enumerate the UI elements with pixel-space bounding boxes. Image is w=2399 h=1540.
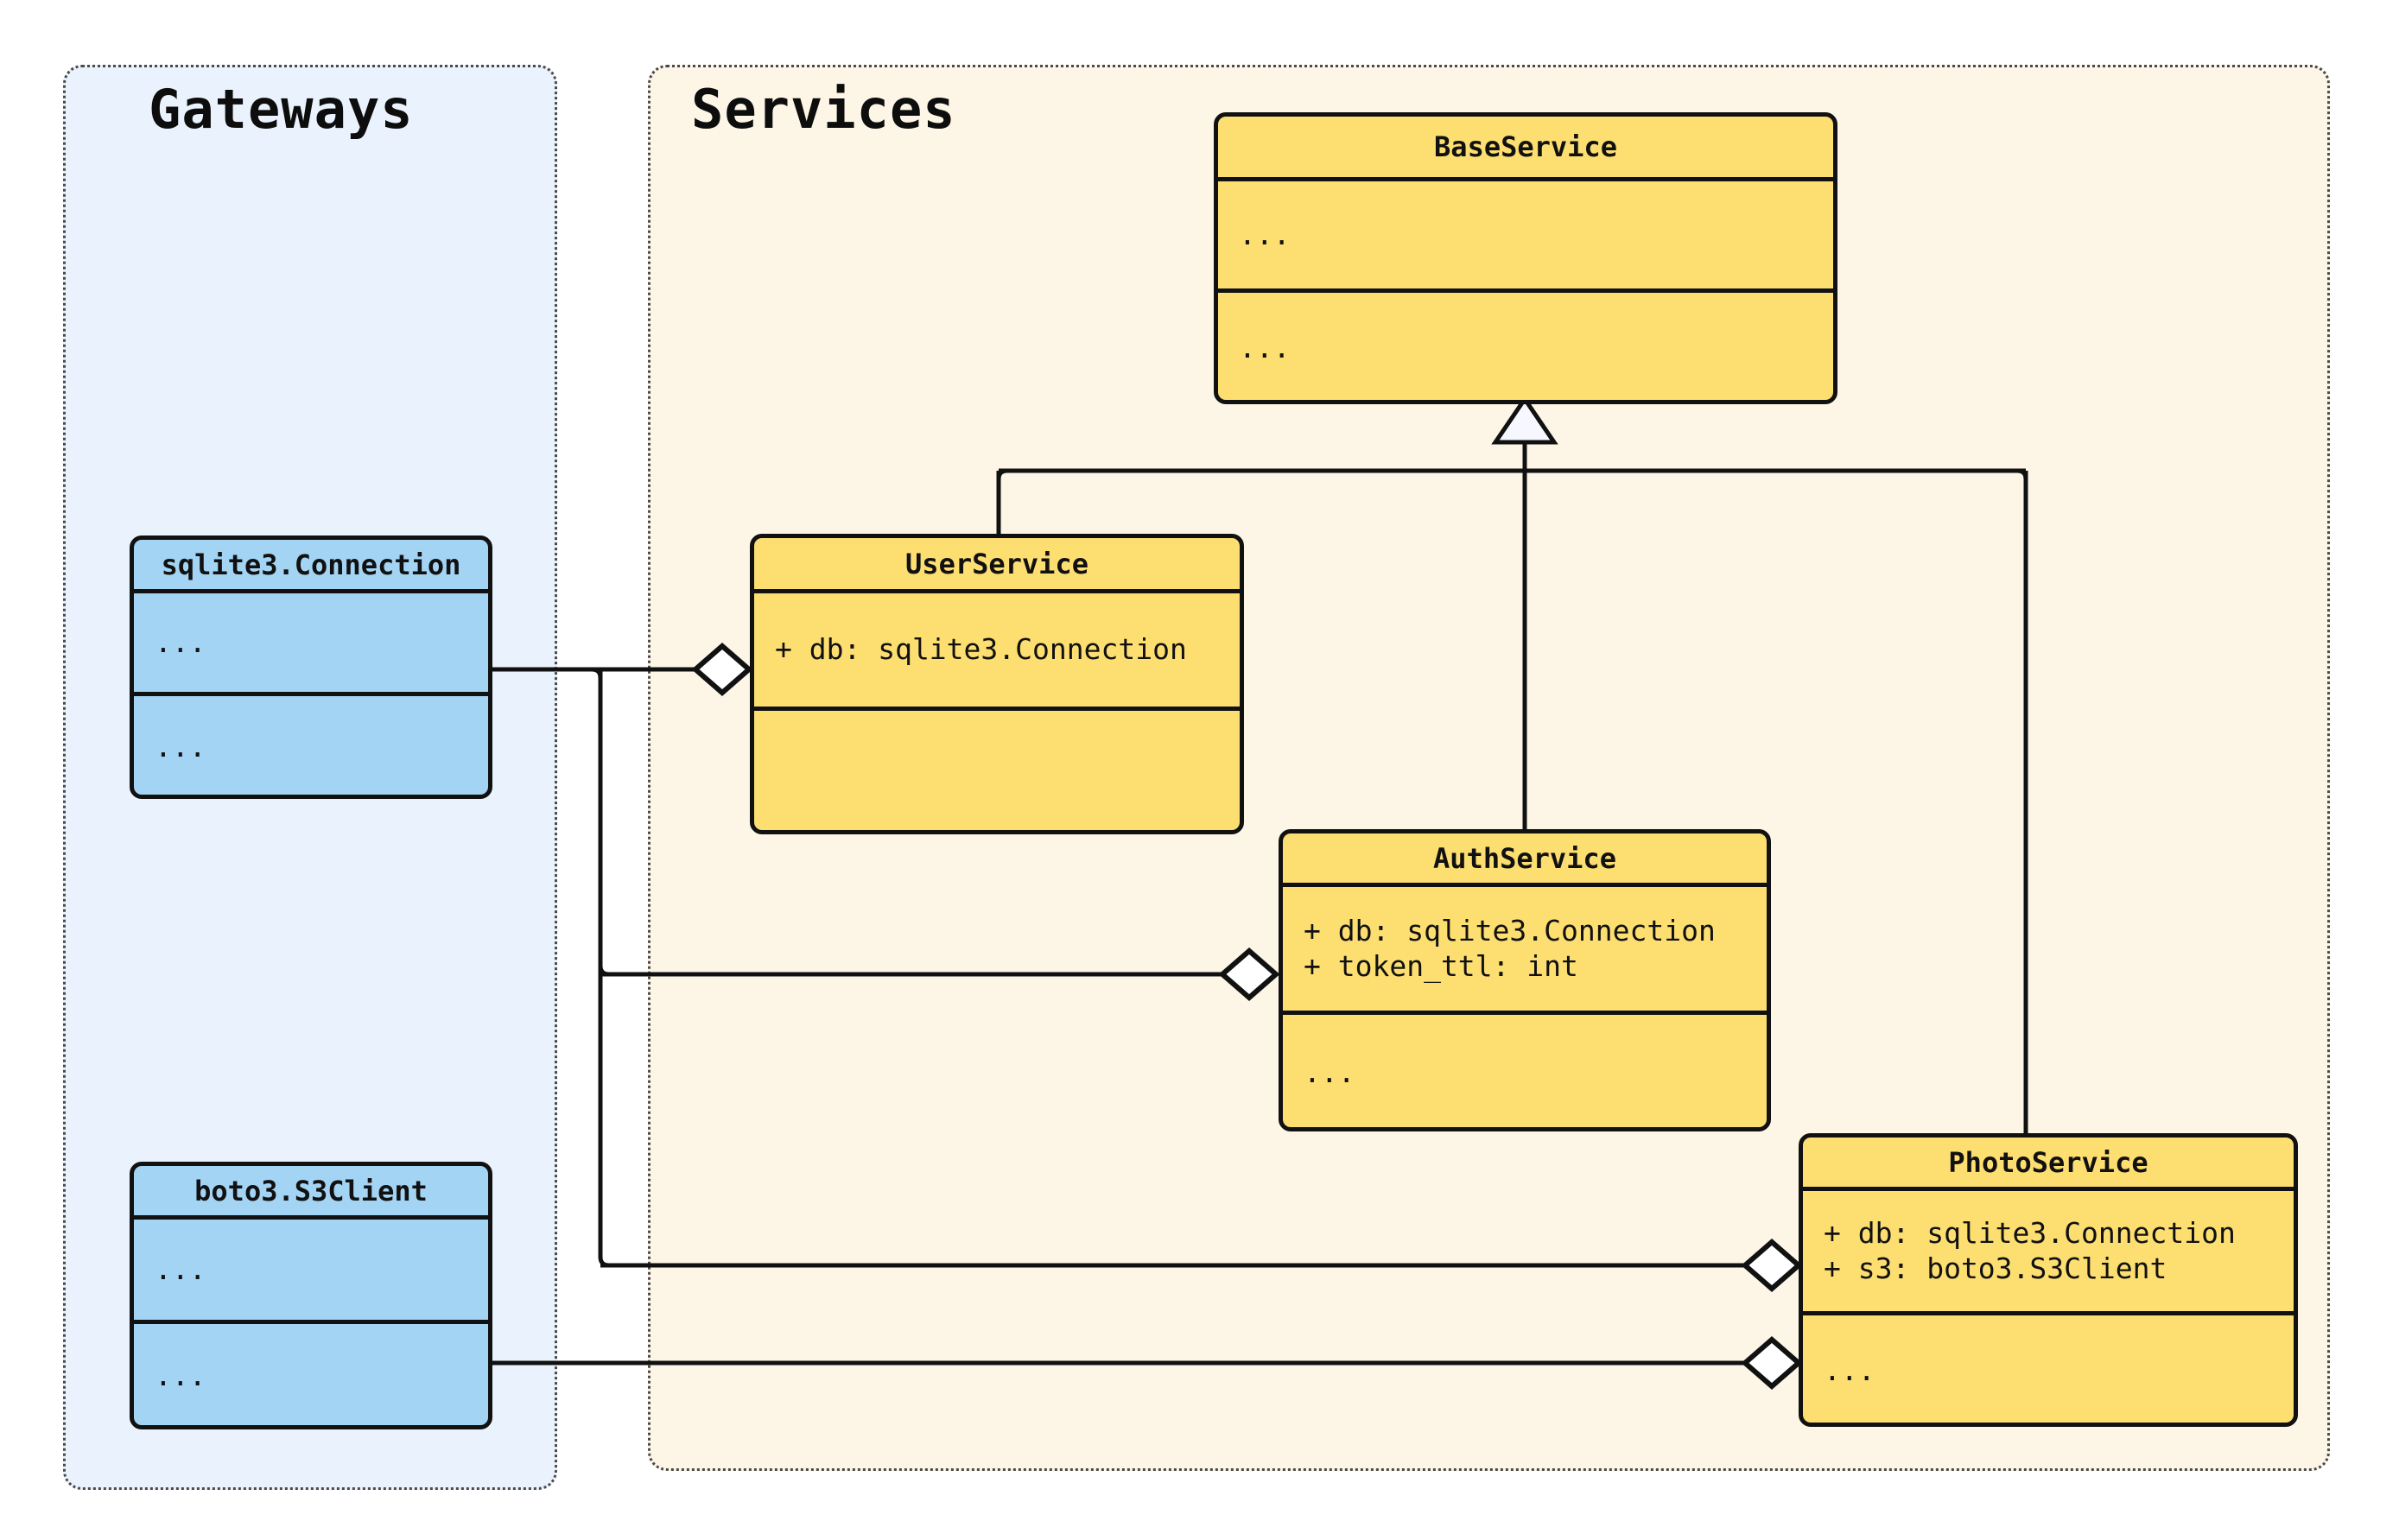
class-title-photoservice: PhotoService <box>1803 1138 2294 1191</box>
class-attributes-baseservice: ... <box>1218 181 1833 293</box>
panel-services-title: Services <box>691 78 956 141</box>
class-title-sqlite3-connection: sqlite3.Connection <box>134 540 488 593</box>
class-title-authservice: AuthService <box>1283 833 1767 887</box>
class-attributes-sqlite3-connection: ... <box>134 593 488 696</box>
class-box-authservice[interactable]: AuthService + db: sqlite3.Connection + t… <box>1279 829 1771 1131</box>
class-methods-baseservice: ... <box>1239 331 1291 365</box>
class-methods-boto3-s3client: ... <box>155 1359 206 1393</box>
class-box-userservice[interactable]: UserService + db: sqlite3.Connection <box>750 534 1244 834</box>
class-title-boto3-s3client: boto3.S3Client <box>134 1166 488 1220</box>
panel-gateways-title: Gateways <box>149 78 414 141</box>
class-attributes-userservice: + db: sqlite3.Connection <box>754 593 1240 711</box>
class-methods-photoservice: ... <box>1824 1353 1875 1388</box>
class-attributes-boto3-s3client: ... <box>134 1220 488 1324</box>
class-attributes-authservice: + db: sqlite3.Connection + token_ttl: in… <box>1283 887 1767 1015</box>
class-box-boto3-s3client[interactable]: boto3.S3Client ... ... <box>130 1162 492 1429</box>
class-box-sqlite3-connection[interactable]: sqlite3.Connection ... ... <box>130 536 492 799</box>
class-methods-userservice <box>754 711 1240 830</box>
class-title-baseservice: BaseService <box>1218 117 1833 181</box>
class-methods-authservice: ... <box>1304 1055 1355 1090</box>
class-methods-sqlite3-connection: ... <box>155 730 206 764</box>
class-attributes-photoservice: + db: sqlite3.Connection + s3: boto3.S3C… <box>1803 1191 2294 1315</box>
class-box-baseservice[interactable]: BaseService ... ... <box>1214 112 1837 404</box>
class-box-photoservice[interactable]: PhotoService + db: sqlite3.Connection + … <box>1799 1133 2298 1427</box>
class-title-userservice: UserService <box>754 538 1240 593</box>
